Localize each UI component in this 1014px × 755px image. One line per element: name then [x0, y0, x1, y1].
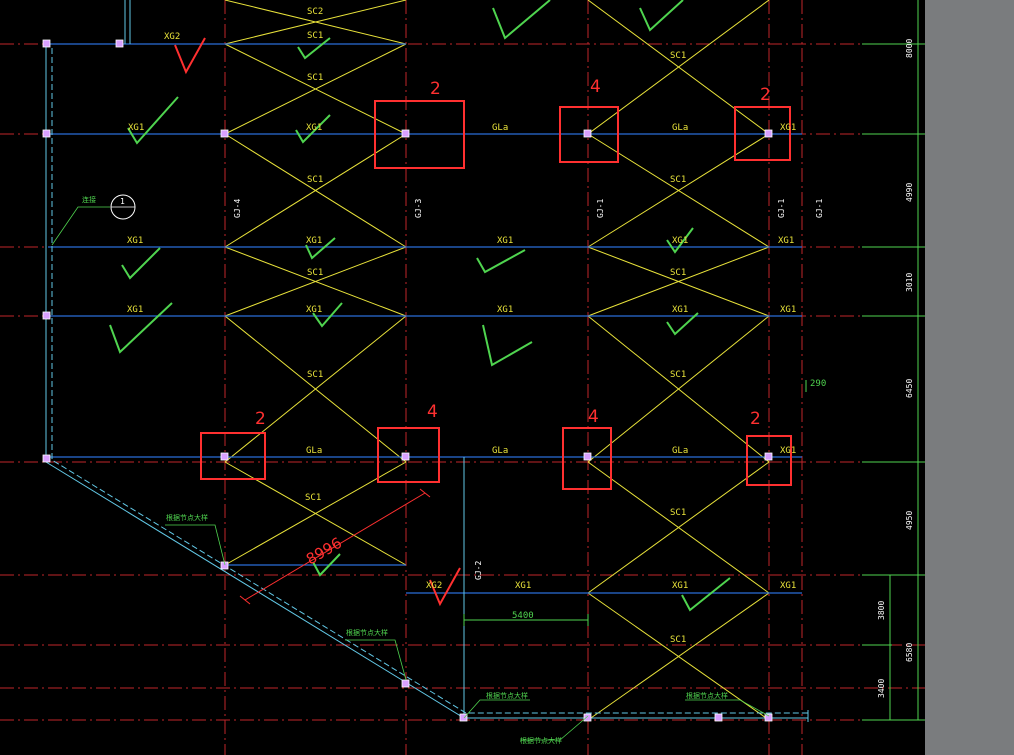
label-xg1: XG1 — [306, 305, 322, 315]
column-label-group: GJ-4 GJ-3 GJ-1 GJ-1 GJ-1 GJ-2 — [233, 199, 824, 580]
brace-label: SC1 — [307, 370, 323, 380]
label-xg1: XG1 — [127, 236, 143, 246]
leader-text-group: 根据节点大样 根据节点大样 根据节点大样 根据节点大样 根据节点大样 — [166, 513, 728, 745]
brace-label: SC2 — [307, 7, 323, 17]
dimension-diagonal: 8996 — [303, 534, 345, 569]
brace-label: SC1 — [307, 175, 323, 185]
brace-label: SC1 — [670, 370, 686, 380]
label-xg2-top: XG2 — [164, 32, 180, 42]
note-symbol: 1 — [120, 197, 125, 206]
label-xg1: XG1 — [780, 305, 796, 315]
label-xg1: XG1 — [515, 581, 531, 591]
leader-text: 根据节点大样 — [686, 691, 728, 700]
dimension-right: 6580 — [905, 643, 914, 662]
label-xg1: XG1 — [780, 446, 796, 456]
cad-drawing-canvas[interactable]: 1 连接 XG — [0, 0, 925, 755]
diagonal-dimension — [239, 488, 431, 605]
label-xg1: XG1 — [497, 236, 513, 246]
column-label-gj1: GJ-1 — [596, 199, 605, 218]
dimension-lines — [463, 0, 925, 721]
leader-text: 根据节点大样 — [166, 513, 208, 522]
column-label-gj1: GJ-1 — [815, 199, 824, 218]
brace-label: SC1 — [670, 175, 686, 185]
label-xg1: XG1 — [780, 123, 796, 133]
box-count-group: 2 4 2 2 4 4 2 — [255, 77, 771, 429]
box-count: 4 — [590, 77, 601, 97]
label-gla: GLa — [672, 123, 688, 133]
column-label-gj2: GJ-2 — [474, 561, 483, 580]
dimension-text-group: 8996 5400 290 8000 4990 3010 6450 4950 3… — [303, 39, 914, 698]
brace-label: SC1 — [305, 493, 321, 503]
label-gla: GLa — [306, 446, 322, 456]
label-xg1: XG1 — [128, 123, 144, 133]
label-gla: GLa — [672, 446, 688, 456]
box-count: 4 — [427, 402, 438, 422]
brace-label: SC1 — [307, 268, 323, 278]
dimension-right: 6450 — [905, 379, 914, 398]
brace-label: SC1 — [670, 635, 686, 645]
column-label-gj4: GJ-4 — [233, 199, 242, 218]
columns — [42, 39, 773, 722]
dimension-right: 8000 — [905, 39, 914, 58]
column-label-gj1: GJ-1 — [777, 199, 786, 218]
leader-text: 根据节点大样 — [486, 691, 528, 700]
label-xg1: XG1 — [306, 123, 322, 133]
wall-outline — [45, 0, 809, 722]
section-note: 1 连接 — [82, 194, 136, 220]
box-count: 4 — [588, 407, 599, 427]
grid-lines — [0, 0, 925, 755]
box-count: 2 — [760, 85, 771, 105]
label-xg1: XG1 — [497, 305, 513, 315]
label-xg1: XG1 — [306, 236, 322, 246]
red-check-marks — [174, 37, 461, 607]
box-count: 2 — [255, 409, 266, 429]
markup-boxes — [200, 100, 792, 490]
label-gla: GLa — [492, 123, 508, 133]
dimension-right: 4950 — [905, 511, 914, 530]
brace-label: SC1 — [307, 73, 323, 83]
brace-label: SC1 — [307, 31, 323, 41]
label-xg1: XG1 — [672, 305, 688, 315]
beams — [48, 43, 802, 594]
box-count: 2 — [750, 409, 761, 429]
leader-text: 根据节点大样 — [520, 736, 562, 745]
side-panel — [925, 0, 1014, 755]
brace-label: SC1 — [670, 508, 686, 518]
brace-label: SC1 — [670, 268, 686, 278]
brace-label-group: SC2 SC1 SC1 SC1 SC1 SC1 SC1 SC1 SC1 SC1 … — [305, 7, 686, 645]
label-xg1: XG1 — [780, 581, 796, 591]
brace-label: SC1 — [670, 51, 686, 61]
beam-label-group: XG2 XG1 XG1 GLa GLa XG1 XG1 XG1 XG1 XG1 … — [127, 32, 796, 591]
leader-lines — [51, 206, 770, 741]
dimension-right: 4990 — [905, 183, 914, 202]
dimension-small: 290 — [810, 379, 826, 389]
label-xg1: XG1 — [672, 236, 688, 246]
label-xg1: XG1 — [778, 236, 794, 246]
label-xg1: XG1 — [127, 305, 143, 315]
column-label-gj3: GJ-3 — [414, 199, 423, 218]
label-gla: GLa — [492, 446, 508, 456]
note-text: 连接 — [82, 195, 96, 204]
label-xg2-bottom: XG2 — [426, 581, 442, 591]
dimension-bottom: 5400 — [512, 611, 534, 621]
label-xg1: XG1 — [672, 581, 688, 591]
leader-text: 根据节点大样 — [346, 628, 388, 637]
box-count: 2 — [430, 79, 441, 99]
braces — [224, 0, 770, 721]
dimension-right: 3800 — [877, 601, 886, 620]
dimension-right: 3400 — [877, 679, 886, 698]
dimension-right: 3010 — [905, 273, 914, 292]
check-marks — [109, 0, 731, 612]
